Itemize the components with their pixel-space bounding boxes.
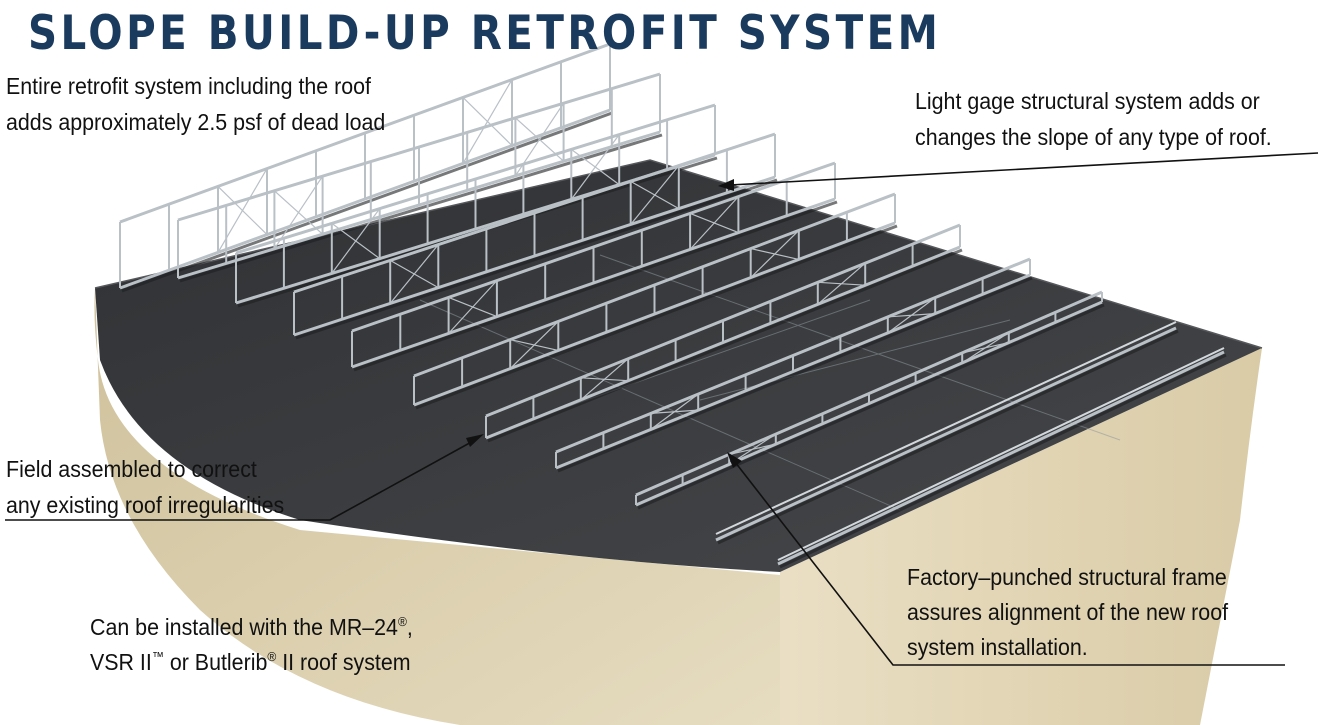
truss-frame-8-brace (650, 409, 699, 414)
trademark-mark: ™ (151, 649, 164, 664)
truss-frame-7-brace (580, 377, 629, 382)
callout-compatibility: Can be installed with the MR–24®, VSR II… (90, 610, 413, 680)
callout-field-assembled: Field assembled to correct any existing … (6, 451, 284, 523)
page-title: SLOPE BUILD-UP RETROFIT SYSTEM (28, 6, 942, 61)
truss-frame-2-shadow (179, 133, 663, 283)
truss-frame-6-brace (750, 248, 799, 260)
leader-light-gage-arrowhead (718, 179, 734, 191)
registered-mark: ® (267, 649, 277, 664)
compat-line2-b: or Butlerib (163, 649, 268, 675)
callout-compatibility-line1: Can be installed with the MR–24®, (90, 610, 413, 645)
truss-frame-11-shadow (779, 353, 1227, 569)
registered-mark: ® (397, 614, 407, 629)
truss-frame-4-brace (630, 180, 680, 210)
truss-frame-5-shadow (353, 200, 838, 372)
truss-frame-11-bottom-chord (777, 350, 1225, 566)
truss-frame-4-brace (389, 259, 439, 289)
truss-frame-3-brace (570, 148, 620, 186)
callout-compatibility-line2: VSR II™ or Butlerib® II roof system (90, 645, 413, 680)
compat-line1-text: Can be installed with the MR–24 (90, 614, 398, 640)
building-wall-front (94, 288, 782, 725)
truss-frame-5-brace (689, 212, 739, 234)
truss-frame-2-brace (273, 190, 324, 235)
callout-factory-punched: Factory–punched structural frame assures… (907, 560, 1228, 665)
truss-frame-8-brace (887, 313, 936, 318)
leader-lines (5, 152, 1319, 666)
callout-field-assembled-line1: Field assembled to correct (6, 456, 257, 482)
callout-factory-punched-line1: Factory–punched structural frame (907, 564, 1227, 590)
truss-frame-6-brace (510, 339, 559, 351)
truss-frame-7-brace (817, 281, 866, 286)
leader-field-assembled (5, 439, 476, 521)
truss-frame-6-shadow (415, 224, 898, 410)
truss-frame-10-bottom-chord (715, 326, 1177, 542)
leader-field-assembled-arrowhead (466, 434, 484, 447)
truss-frame-9-brace (962, 342, 1009, 354)
callout-light-gage-line1: Light gage structural system adds or (915, 88, 1260, 114)
building-wall-side (780, 348, 1262, 725)
truss-frame-3-brace (331, 222, 381, 260)
truss-frame-1-shadow (121, 111, 613, 293)
truss-frame-7-shadow (487, 248, 963, 443)
truss-frame-9-shadow (637, 303, 1105, 510)
leader-light-gage (729, 152, 1319, 186)
compat-line2-a: VSR II (90, 649, 152, 675)
compat-line2-c: II roof system (276, 649, 411, 675)
callout-dead-load: Entire retrofit system including the roo… (6, 68, 385, 140)
callout-factory-punched-line3: system installation. (907, 634, 1088, 660)
truss-frame-8-shadow (557, 276, 1033, 473)
truss-frame-10-shadow (717, 329, 1179, 545)
leader-factory-punched (734, 461, 1285, 666)
callout-light-gage-line2: changes the slope of any type of roof. (915, 124, 1272, 150)
truss-frame-4-shadow (295, 178, 778, 340)
truss-frame-1-brace (462, 96, 513, 147)
callout-dead-load-line2: adds approximately 2.5 psf of dead load (6, 109, 386, 135)
truss-frame-11-rail-top (777, 347, 1225, 561)
truss-frame-1-brace (217, 185, 268, 236)
callout-light-gage: Light gage structural system adds or cha… (915, 83, 1272, 155)
truss-frame-10-rail-top (715, 321, 1177, 535)
truss-frame-9-brace (729, 443, 776, 455)
compat-line1-end: , (406, 614, 413, 640)
callout-factory-punched-line2: assures alignment of the new roof (907, 599, 1229, 625)
truss-frame-5-brace (448, 296, 498, 318)
structural-frames (119, 42, 1227, 569)
callout-dead-load-line1: Entire retrofit system including the roo… (6, 73, 371, 99)
leader-factory-punched-arrowhead (727, 452, 742, 468)
callout-field-assembled-line2: any existing roof irregularities (6, 492, 285, 518)
